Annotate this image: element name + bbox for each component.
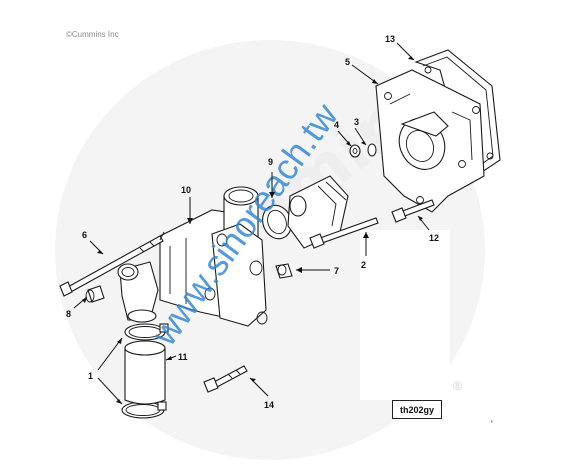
- part-12-capscrew: [391, 199, 435, 223]
- part-bypass-elbow: [117, 261, 159, 323]
- callout-7: 7: [334, 266, 339, 276]
- callout-1: 1: [88, 371, 93, 381]
- part-8-plug: [85, 285, 105, 303]
- part-6-capscrew: [59, 231, 165, 297]
- callout-8: 8: [66, 309, 71, 319]
- callout-11: 11: [178, 352, 188, 362]
- callout-2: 2: [361, 260, 366, 270]
- callout-13: 13: [385, 34, 395, 44]
- callout-12: 12: [429, 233, 439, 243]
- callout-14: 14: [264, 400, 274, 410]
- part-5-housing-plate: [375, 69, 485, 213]
- part-4-washer: [349, 144, 361, 158]
- copyright-notice: ©Cummins Inc: [66, 30, 119, 39]
- part-14-stud: [203, 365, 248, 393]
- leader-lines: [73, 42, 430, 405]
- callout-9: 9: [268, 157, 273, 167]
- callout-6: 6: [82, 230, 87, 240]
- part-7-plug: [275, 263, 293, 279]
- drawing-code-box: th202gy: [392, 400, 442, 419]
- callout-5: 5: [345, 57, 350, 67]
- registered-mark: ®: [453, 379, 462, 393]
- drawing-code: th202gy: [399, 404, 434, 415]
- part-3-o-ring: [367, 143, 377, 157]
- callout-labels: 1 2 3 4 5 6 7 8 9 10 11 12 13 14: [66, 34, 439, 410]
- corner-mark: ': [491, 419, 493, 429]
- callout-10: 10: [181, 185, 191, 195]
- part-11-hose: [124, 340, 166, 405]
- part-10-thermostat-housing: [159, 186, 268, 327]
- part-2-capscrew: [309, 217, 379, 249]
- callout-3: 3: [354, 117, 359, 127]
- part-1-hose-clamps: [121, 323, 169, 419]
- callout-4: 4: [334, 120, 339, 130]
